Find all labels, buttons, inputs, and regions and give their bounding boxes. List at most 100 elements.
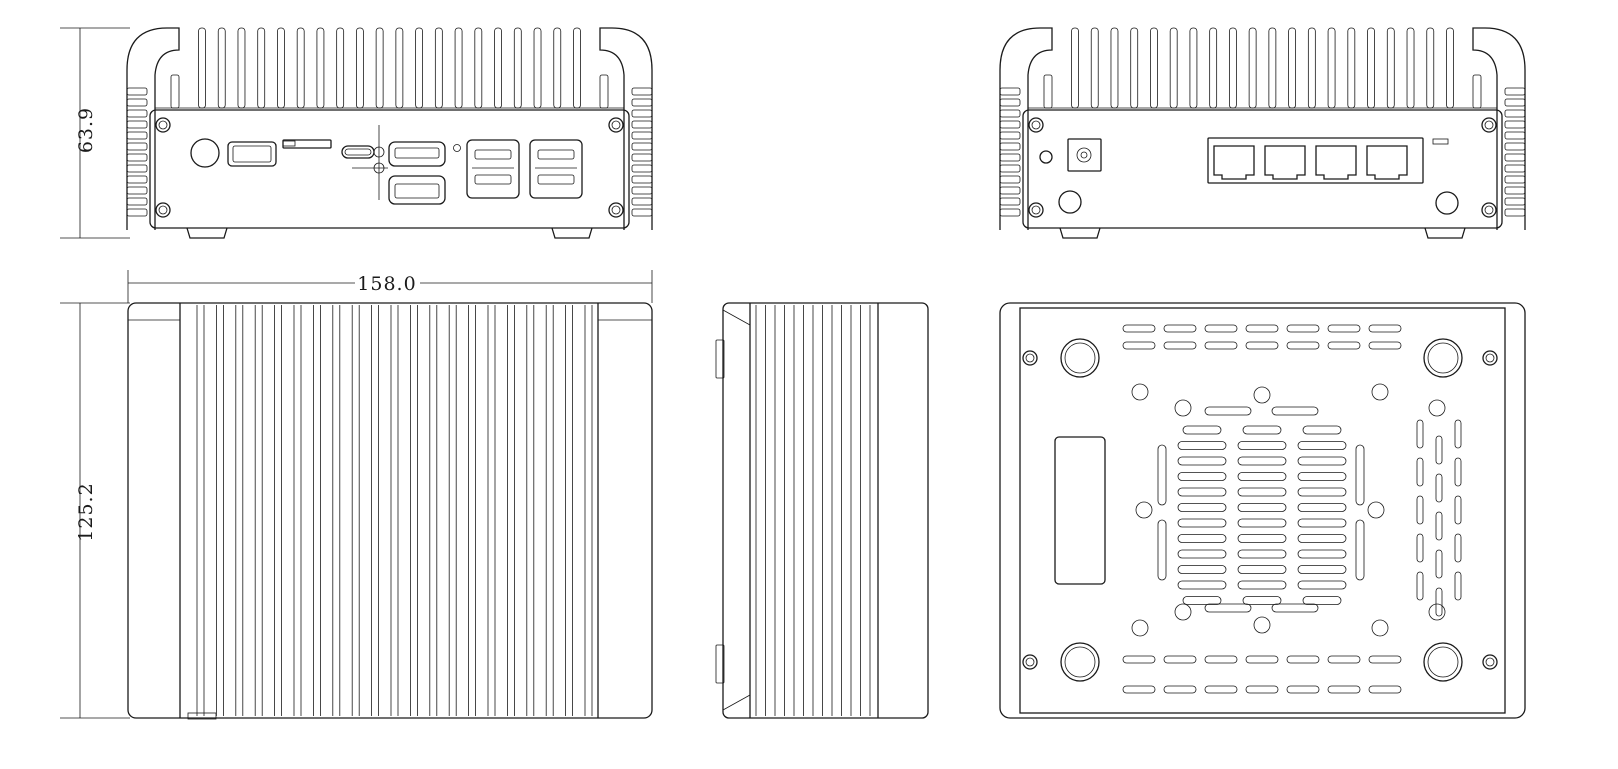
screw-icon	[1022, 350, 1038, 366]
side-vent-slot	[1435, 549, 1443, 579]
vent-slot	[1245, 655, 1279, 664]
label-area	[1054, 436, 1106, 585]
side-rib	[126, 142, 148, 151]
heatsink-fin	[1347, 27, 1356, 109]
rubber-foot-icon	[1064, 342, 1096, 374]
side-vent-slot	[1435, 587, 1443, 617]
rubber-foot-icon	[1060, 338, 1100, 378]
side-rib	[999, 164, 1021, 173]
heatsink-fin	[217, 27, 226, 109]
rubber-foot-icon	[1427, 646, 1459, 678]
hdmi-port-inner	[394, 147, 440, 159]
mount-hole-icon	[1428, 603, 1446, 621]
side-vent-slot	[1416, 571, 1424, 601]
fan-vent-slot	[1297, 472, 1347, 481]
side-rib	[1504, 98, 1526, 107]
usb-port-tongue	[474, 149, 512, 160]
fan-vent-slot	[1177, 565, 1227, 574]
fan-vent-slot	[1297, 456, 1347, 466]
side-rib	[631, 197, 653, 206]
mount-hole-icon	[1174, 603, 1192, 621]
heatsink-fin	[1228, 27, 1237, 109]
screw-icon	[155, 202, 171, 218]
sd-card-slot-tab	[282, 140, 296, 147]
screw-icon	[1022, 654, 1038, 670]
vent-slot	[1157, 444, 1167, 506]
screw-icon	[1481, 202, 1497, 218]
heatsink-fin	[494, 27, 502, 109]
vent-slot	[1368, 341, 1402, 350]
vent-slot	[1286, 324, 1320, 333]
screw-icon	[611, 205, 621, 215]
screw-icon	[1481, 117, 1497, 133]
side-outline	[722, 302, 929, 719]
vent-slot	[1122, 685, 1156, 694]
usb-port-tongue	[474, 174, 512, 185]
vent-slot	[1245, 341, 1279, 350]
fan-vent-slot	[1297, 518, 1347, 528]
back-view	[999, 27, 1526, 239]
dc-jack-pin	[1080, 151, 1088, 159]
heatsink-fin	[1071, 27, 1079, 109]
antenna-hole-icon	[1039, 150, 1053, 164]
vent-slot	[1286, 341, 1320, 350]
side-rib	[999, 197, 1021, 206]
side-rib	[1504, 164, 1526, 173]
vent-slot	[1368, 655, 1402, 664]
screw-icon	[1031, 205, 1041, 215]
fan-vent-slot	[1297, 549, 1347, 559]
fin-notch	[1472, 74, 1482, 109]
vent-slot	[1157, 519, 1167, 581]
vent-slot	[1355, 444, 1365, 506]
ethernet-block	[1207, 137, 1424, 184]
screw-icon	[1485, 353, 1495, 363]
top-outline	[127, 302, 653, 719]
vent-slot	[1122, 341, 1156, 350]
side-vent-slot	[1454, 457, 1462, 487]
side-rib	[631, 164, 653, 173]
heatsink-fin	[1367, 27, 1375, 109]
screw-icon	[1025, 657, 1035, 667]
rubber-foot-icon	[1427, 342, 1459, 374]
ethernet-port-icon	[1213, 145, 1255, 180]
heatsink-fin	[1130, 27, 1139, 109]
side-rib	[1504, 208, 1526, 217]
rubber-foot-icon	[1423, 338, 1463, 378]
vent-slot	[1271, 603, 1319, 613]
rubber-foot	[1059, 227, 1101, 239]
heatsink-fin	[336, 27, 345, 109]
usb-a-dual-port-icon	[529, 139, 583, 199]
vent-slot	[1245, 685, 1279, 694]
vent-slot	[1368, 324, 1402, 333]
side-vent-slot	[1454, 419, 1462, 449]
side-rib	[126, 175, 148, 184]
fan-vent-slot	[1242, 425, 1282, 435]
ethernet-port-icon	[1315, 145, 1357, 180]
power-button-icon	[190, 138, 220, 168]
fin-notch	[1043, 74, 1053, 109]
chassis-right-edge	[599, 27, 653, 230]
usb-a-port-icon	[227, 141, 277, 167]
usb-a-dual-port-icon	[466, 139, 520, 199]
screw-icon	[158, 120, 168, 130]
side-rib	[999, 98, 1021, 107]
dimension-width: 158.0	[127, 270, 653, 303]
fan-vent-slot	[1177, 518, 1227, 528]
top-view	[127, 302, 653, 720]
side-vent-slot	[1454, 533, 1462, 563]
heatsink-fin	[237, 27, 246, 109]
mount-hole-icon	[1131, 619, 1149, 637]
side-vent-slot	[1416, 419, 1424, 449]
mount-hole-icon	[1253, 386, 1271, 404]
side-rib	[126, 197, 148, 206]
heatsink-fin	[1110, 27, 1119, 109]
vent-slot	[1327, 324, 1361, 333]
vent-slot	[1204, 655, 1238, 664]
vent-slot	[1355, 519, 1365, 581]
heatsink-fin	[533, 27, 542, 109]
side-vent-slot	[1454, 495, 1462, 525]
heatsink-fin	[1169, 27, 1178, 109]
foot-mark	[187, 712, 217, 720]
heatsink-fin	[1150, 27, 1158, 109]
heatsink-fin	[474, 27, 483, 109]
